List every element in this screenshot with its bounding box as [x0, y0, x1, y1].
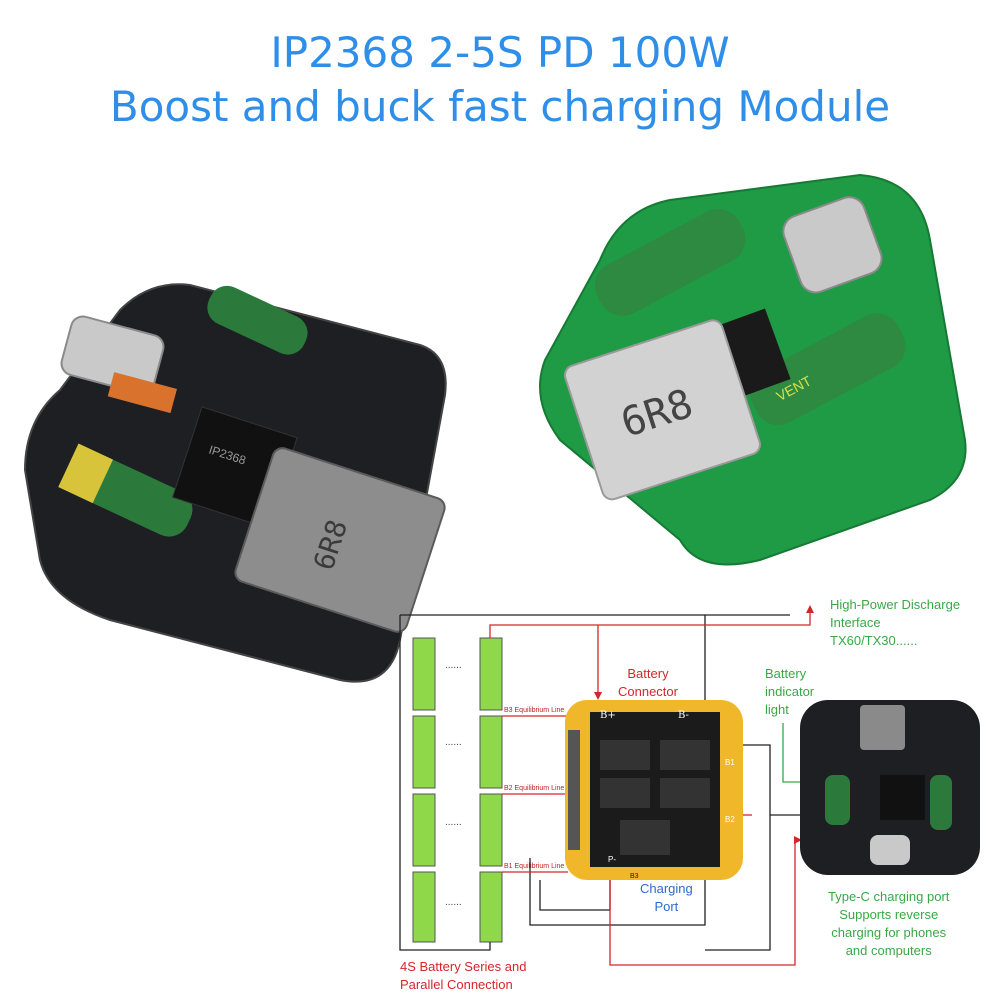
- battery-connector-label: Battery Connector: [618, 666, 678, 699]
- usb-c-port-left: [60, 315, 165, 395]
- green-pcb-board: VENT 6R8: [539, 173, 967, 566]
- b2-equilibrium-label: B2 Equilibrium Line: [504, 785, 564, 792]
- bms-mark-bplus: B+: [600, 710, 616, 721]
- battery-cell: [412, 871, 436, 943]
- battery-cell: [479, 637, 503, 711]
- b1-equilibrium-label: B1 Equilibrium Line: [504, 863, 564, 870]
- bms-mark-b3: B3: [630, 873, 639, 880]
- title-line-1: IP2368 2-5S PD 100W: [270, 28, 730, 77]
- battery-cell: [479, 793, 503, 867]
- charging-port-label: Charging Port: [640, 881, 693, 914]
- cell-dots: ......: [445, 660, 462, 671]
- capacitor-green-top: [595, 209, 746, 316]
- battery-series-label: 4S Battery Series and Parallel Connectio…: [400, 959, 527, 992]
- inductor-black-board: [234, 447, 446, 633]
- capacitor-top: [207, 285, 308, 355]
- cell-dots: ......: [445, 817, 462, 828]
- bms-mark-b2: B2: [725, 815, 735, 824]
- wiring-diagram: ...... ...... ...... ......: [399, 605, 980, 966]
- usb-c-port-right: [782, 196, 883, 294]
- battery-cell: [479, 715, 503, 789]
- bms-mark-p: P-: [608, 855, 616, 864]
- battery-indicator-label: Battery indicator light: [765, 666, 815, 717]
- battery-cell: [412, 637, 436, 711]
- capacitor-green-right: [749, 313, 906, 426]
- battery-cell: [479, 871, 503, 943]
- black-pcb-board: IP2368 6R8: [23, 283, 447, 683]
- battery-cell: [412, 793, 436, 867]
- battery-cell: [412, 715, 436, 789]
- typec-port-label: Type-C charging port Supports reverse ch…: [828, 889, 950, 958]
- bms-mark-b: B-: [678, 710, 689, 721]
- inductor-green-board: [563, 319, 761, 501]
- discharge-interface-label: High-Power Discharge Interface TX60/TX30…: [830, 597, 961, 648]
- cell-dots: ......: [445, 897, 462, 908]
- title-line-2: Boost and buck fast charging Module: [109, 82, 891, 131]
- bms-mark-b1: B1: [725, 758, 735, 767]
- cell-dots: ......: [445, 737, 462, 748]
- b3-equilibrium-label: B3 Equilibrium Line: [504, 707, 564, 714]
